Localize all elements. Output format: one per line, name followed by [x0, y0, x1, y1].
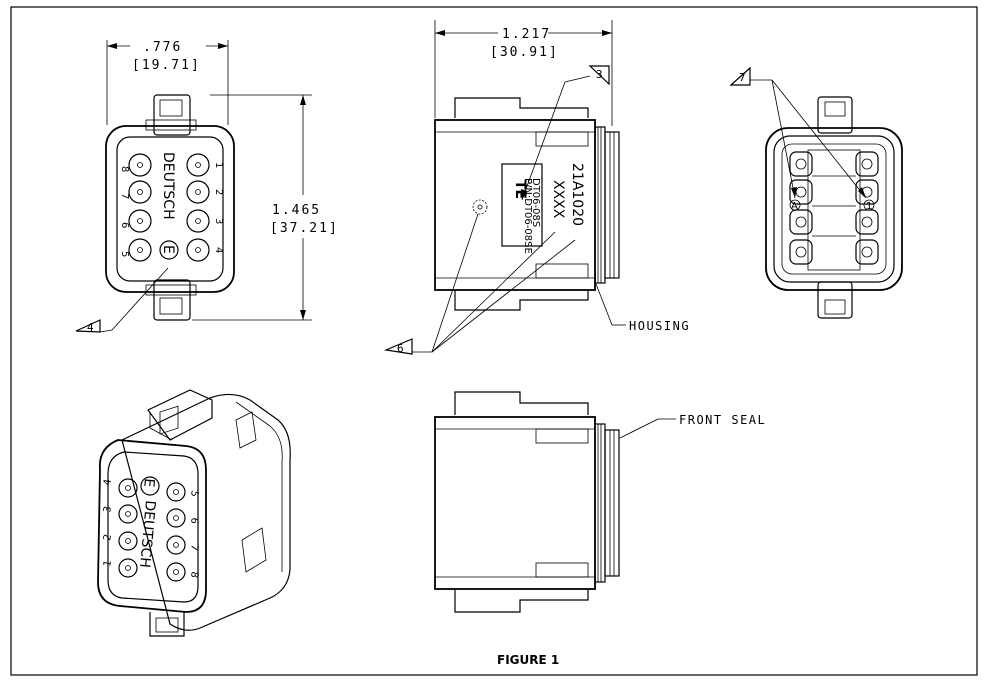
- pin-label: 4: [213, 247, 224, 253]
- part-number-2: DT06-08S: [530, 178, 541, 227]
- pin-label: 6: [119, 222, 130, 228]
- length-mm: [30.91]: [490, 45, 559, 60]
- iso-pin-label: 4: [102, 478, 114, 486]
- cavity-mark-1: 1: [866, 201, 872, 212]
- iso-pin-label: 1: [102, 559, 114, 567]
- iso-brand-name: DEUTSCH: [136, 500, 158, 569]
- iso-pin-label: 6: [188, 516, 200, 524]
- callout-triangle-icon: [383, 338, 413, 355]
- callout-triangle-icon: [75, 319, 101, 333]
- iso-pin-label: 7: [188, 543, 200, 551]
- callout-triangle-icon: [588, 65, 610, 86]
- height-mm: [37.21]: [270, 221, 339, 236]
- date-code: XXXX: [550, 180, 566, 219]
- lot-code: 21A1020: [569, 163, 585, 226]
- front-seal-label: FRONT SEAL: [679, 413, 766, 427]
- iso-pin-label: 8: [188, 570, 200, 578]
- callout-4: 4: [87, 321, 94, 334]
- callout-3-group: 3: [521, 65, 610, 201]
- pin-label: 1: [213, 162, 224, 168]
- housing-label-group: HOUSING: [595, 283, 690, 333]
- iso-pin-label: 3: [102, 505, 114, 513]
- date-wheel-icon: [472, 199, 488, 215]
- callout-6-group: 6: [383, 213, 576, 355]
- iso-pin-label: 2: [102, 533, 114, 541]
- housing-label: HOUSING: [629, 319, 690, 333]
- width-mm: [19.71]: [132, 58, 201, 73]
- side-view-front-seal: FRONT SEAL: [434, 391, 766, 613]
- iso-brand-mark: E: [140, 478, 157, 488]
- isometric-view: 4 3 2 1 5 6 7 8 E DEUTSCH: [97, 389, 291, 637]
- pin-label: 7: [119, 193, 130, 199]
- callout-6: 6: [397, 342, 404, 355]
- part-number: P/N:DT06-08SE: [522, 178, 533, 254]
- callout-7-group: 7: [729, 66, 867, 199]
- callout-3: 3: [596, 68, 603, 81]
- cavity-mark-a: A: [791, 201, 798, 212]
- callout-7: 7: [739, 71, 746, 84]
- length-dimension: 1.217 [30.91]: [434, 20, 613, 126]
- iso-pin-label: 5: [188, 489, 200, 497]
- width-inch: .776: [143, 40, 182, 55]
- pin-label: 5: [119, 251, 130, 257]
- figure-label: FIGURE 1: [497, 653, 559, 667]
- pin-label: 3: [213, 218, 224, 224]
- brand-mark: E: [160, 245, 176, 254]
- front-face-view: 8 7 6 5 1 2 3 4 DEUTSCH E 4: [75, 94, 235, 334]
- height-dimension: 1.465 [37.21]: [192, 94, 339, 321]
- brand-name: DEUTSCH: [160, 152, 176, 220]
- iso-brand-mark-icon: [140, 476, 160, 496]
- pin-label: 2: [213, 189, 224, 195]
- length-inch: 1.217: [502, 27, 551, 42]
- side-view: TE P/N:DT06-08SE DT06-08S XXXX 21A1020: [434, 97, 620, 311]
- height-inch: 1.465: [272, 203, 321, 218]
- callout-triangle-icon: [729, 66, 751, 86]
- pin-label: 8: [119, 166, 130, 172]
- rear-view: A 1: [765, 96, 903, 319]
- sheet-border: [10, 6, 978, 676]
- brand-mark-icon: [159, 240, 179, 260]
- width-dimension: .776 [19.71]: [106, 40, 229, 125]
- front-cavities: [128, 153, 210, 262]
